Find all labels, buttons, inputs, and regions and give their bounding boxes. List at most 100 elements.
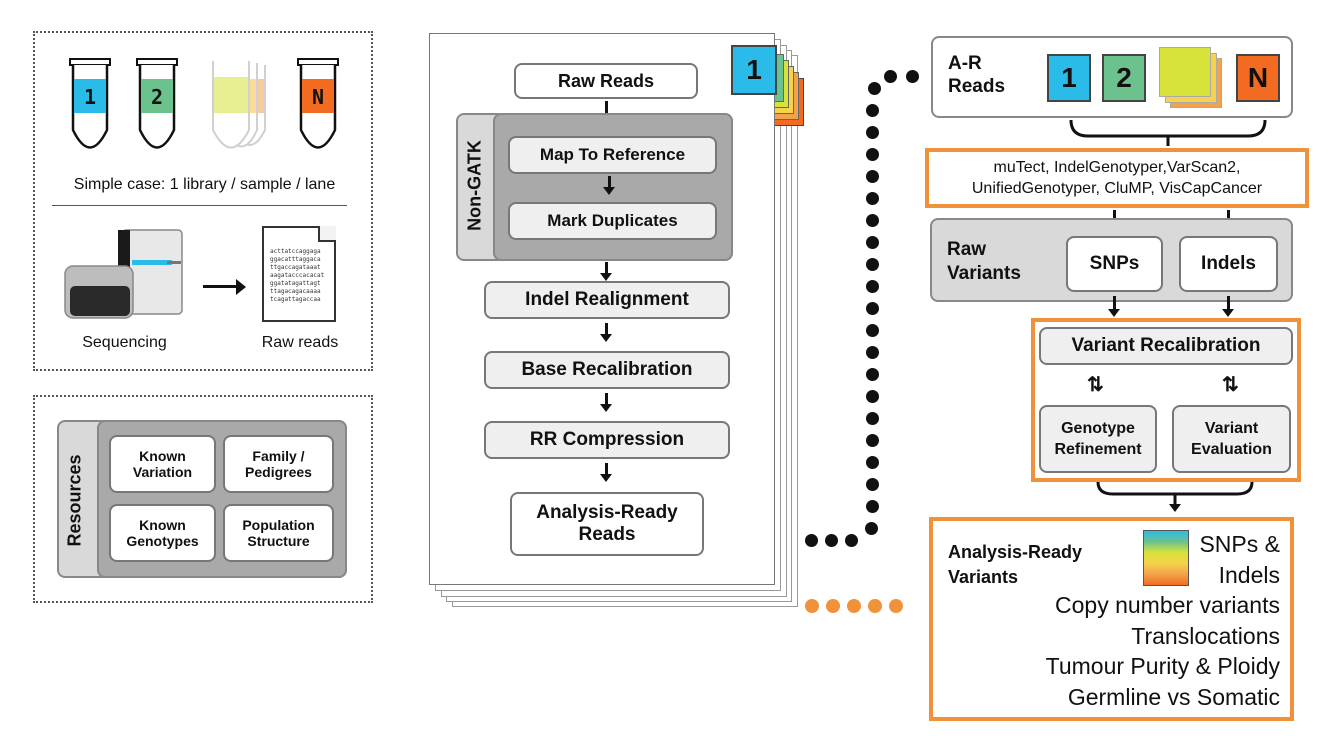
- ar-read-n: N: [1236, 54, 1280, 102]
- resource-known-genotypes: Known Genotypes: [109, 504, 216, 562]
- connector-dot: [825, 534, 838, 547]
- arrow-down-icon: [600, 334, 612, 342]
- raw-reads-label: Raw reads: [261, 334, 339, 351]
- connector-dot: [866, 302, 879, 315]
- connector-dot: [866, 280, 879, 293]
- faded-tubes-icon: [212, 61, 266, 149]
- ar-read-stack-lime: [1159, 47, 1211, 97]
- simple-case-caption: Simple case: 1 library / sample / lane: [73, 176, 336, 193]
- step-rr-compression: RR Compression: [484, 421, 730, 459]
- connector-dot: [866, 368, 879, 381]
- arrow-shaft: [1113, 296, 1116, 310]
- ar-read-2: 2: [1102, 54, 1146, 102]
- sequencing-arrowhead-icon: [236, 279, 246, 295]
- arrow-shaft: [605, 323, 608, 335]
- tube-1-icon: [69, 58, 111, 149]
- variant-color-gradient: [1143, 530, 1189, 586]
- connector-dot: [866, 500, 879, 513]
- raw-read-line: ggatatagattagt: [270, 280, 321, 287]
- arrow-down-icon: [1108, 309, 1120, 317]
- ar-reads-box: [931, 36, 1293, 118]
- resource-population-structure: Population Structure: [223, 504, 334, 562]
- variant-recalibration-box: Variant Recalibration: [1039, 327, 1293, 365]
- resource-known-variation: Known Variation: [109, 435, 216, 493]
- variant-evaluation-label: Variant Evaluation: [1191, 420, 1272, 458]
- connector-dot: [866, 236, 879, 249]
- divider: [52, 205, 347, 206]
- connector-dot: [866, 456, 879, 469]
- non-gatk-label: Non-GATK: [464, 140, 485, 231]
- arrow-shaft: [605, 463, 608, 475]
- output-item: Copy number variants: [1055, 592, 1280, 618]
- arrow-down-icon: [1222, 309, 1234, 317]
- raw-read-line: tcagattagaccaa: [270, 296, 321, 303]
- variant-evaluation-box: Variant Evaluation: [1172, 405, 1291, 473]
- resources-panel: [33, 395, 373, 603]
- doc-fold-icon: [318, 226, 336, 242]
- output-item: Tumour Purity & Ploidy: [1045, 653, 1280, 679]
- analysis-ready-outputs: SNPs & Indels Copy number variants Trans…: [990, 529, 1280, 712]
- raw-read-line: ttgaccagataaat: [270, 264, 321, 271]
- connector-dot: [866, 258, 879, 271]
- sequencer-icon: [64, 229, 183, 319]
- tubes-illustration: [69, 58, 339, 149]
- connector-dot: [805, 599, 819, 613]
- raw-read-line: aagatacccacacat: [270, 272, 325, 279]
- sequencing-label: Sequencing: [82, 334, 167, 351]
- connector-dot: [868, 82, 881, 95]
- connector-dot: [866, 478, 879, 491]
- step-map-to-reference: Map To Reference: [508, 136, 717, 174]
- analysis-ready-reads-label: Analysis-Ready Reads: [536, 502, 678, 545]
- connector-dot: [845, 534, 858, 547]
- connector-dot: [866, 126, 879, 139]
- step-base-recalibration: Base Recalibration: [484, 351, 730, 389]
- connector-dot: [866, 214, 879, 227]
- sample-prep-panel: [33, 31, 373, 371]
- raw-reads-document-icon: acttatccaggaga ggacatttaggaca ttgaccagat…: [262, 226, 336, 322]
- arrow-shaft: [605, 101, 608, 119]
- arrow-shaft: [605, 262, 608, 274]
- arrow-shaft: [608, 176, 611, 188]
- connector-dot: [866, 192, 879, 205]
- connector-dot: [884, 70, 897, 83]
- connector-dot: [866, 390, 879, 403]
- analysis-ready-variants-box: [929, 517, 1294, 721]
- resources-title: Resources: [64, 454, 85, 547]
- sync-arrows-icon: ⇅: [1222, 374, 1239, 396]
- connector-dot: [866, 346, 879, 359]
- resource-label: Family / Pedigrees: [245, 448, 312, 480]
- output-item: Translocations: [1131, 622, 1280, 649]
- genotype-refinement-label: Genotype Refinement: [1054, 420, 1142, 458]
- resource-family-pedigrees: Family / Pedigrees: [223, 435, 334, 493]
- callers-box: muTect, IndelGenotyper,VarScan2, Unified…: [925, 148, 1309, 208]
- sequencing-arrow-icon: [203, 285, 239, 288]
- arrow-shaft: [1113, 210, 1116, 224]
- snps-box: SNPs: [1066, 236, 1163, 292]
- connector-dot: [866, 170, 879, 183]
- connector-dot: [868, 599, 882, 613]
- step-mark-duplicates: Mark Duplicates: [508, 202, 717, 240]
- arrow-down-icon: [600, 474, 612, 482]
- connector-dot: [866, 434, 879, 447]
- step-analysis-ready-reads: Analysis-Ready Reads: [510, 492, 704, 556]
- arrow-down-icon: [600, 273, 612, 281]
- raw-read-line: ggacatttaggaca: [270, 256, 321, 263]
- raw-read-line: acttatccaggaga: [270, 248, 321, 255]
- connector-dot: [866, 148, 879, 161]
- arrow-shaft: [1227, 210, 1230, 224]
- tube-label-1: 1: [83, 85, 97, 109]
- resource-label: Known Genotypes: [126, 517, 199, 549]
- connector-dot: [826, 599, 840, 613]
- tube-label-n: N: [311, 85, 325, 109]
- sync-arrows-icon: ⇅: [1087, 374, 1104, 396]
- arrow-shaft: [1227, 296, 1230, 310]
- ar-read-1: 1: [1047, 54, 1091, 102]
- output-item: Indels: [1218, 561, 1280, 588]
- connector-dot: [866, 104, 879, 117]
- resource-label: Known Variation: [132, 448, 193, 480]
- analysis-ready-variants-label: Analysis-Ready Variants: [948, 542, 1083, 587]
- connector-dot: [805, 534, 818, 547]
- genotype-refinement-box: Genotype Refinement: [1039, 405, 1157, 473]
- arrow-shaft: [605, 393, 608, 405]
- arrow-down-icon: [600, 404, 612, 412]
